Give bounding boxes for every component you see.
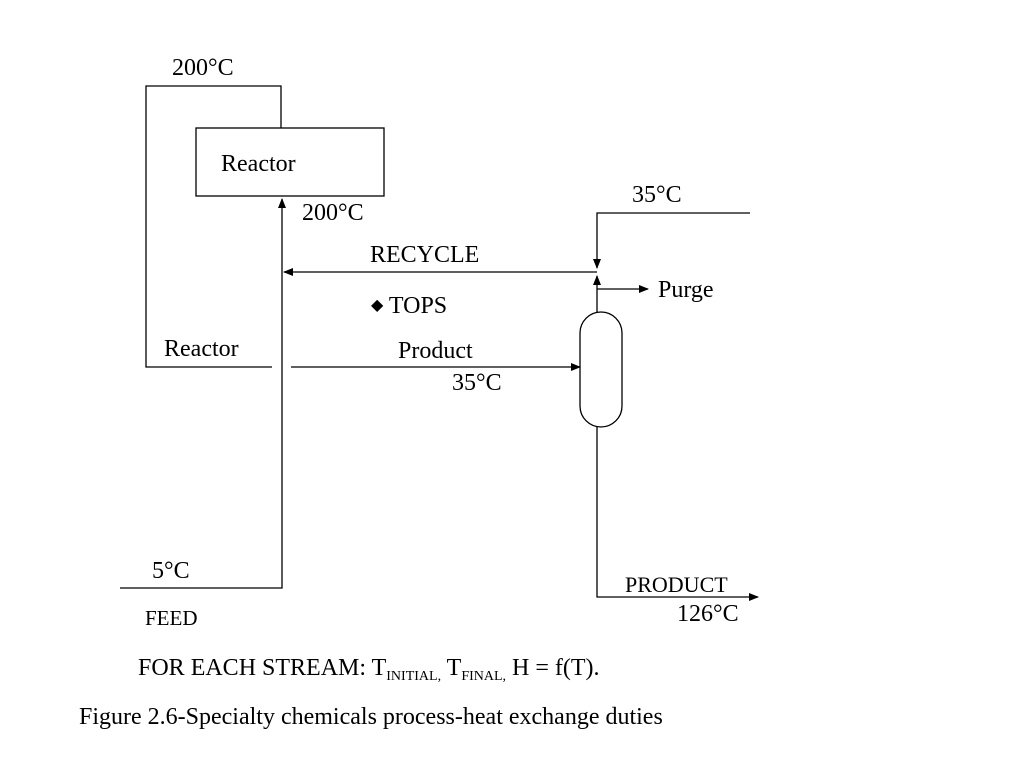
tops-bullet-icon: ◆ <box>371 297 384 314</box>
product-out-temp-label: 126°C <box>677 601 739 627</box>
product-bottoms-line <box>596 427 759 601</box>
recycle-label: RECYCLE <box>370 242 480 268</box>
reactor-box-label: Reactor <box>221 151 296 177</box>
product-stream-temp-label: 35°C <box>452 370 502 396</box>
reactor-outlet-temp-label: 200°C <box>302 200 364 226</box>
reactor-top-loop-line <box>145 85 282 368</box>
reactor-left-label: Reactor <box>164 336 239 362</box>
figure-title: Figure 2.6-Specialty chemicals process-h… <box>79 704 663 730</box>
top-input-line <box>593 212 750 269</box>
tops-label: ◆ TOPS <box>371 294 447 318</box>
caption-suffix: H = f(T). <box>506 655 600 681</box>
stream-caption: FOR EACH STREAM: TINITIAL, TFINAL, H = f… <box>138 655 600 684</box>
feed-line <box>120 198 286 589</box>
product-out-label: PRODUCT <box>625 572 728 597</box>
purge-label: Purge <box>658 277 714 303</box>
caption-mid: T <box>441 655 462 681</box>
caption-sub-final: FINAL, <box>461 669 507 684</box>
tops-text: TOPS <box>388 293 448 319</box>
reactor-top-temp-label: 200°C <box>172 55 234 81</box>
feed-label: FEED <box>145 606 198 630</box>
caption-prefix: FOR EACH STREAM: T <box>138 655 387 681</box>
caption-sub-initial: INITIAL, <box>386 669 442 684</box>
separator-vessel <box>579 311 623 428</box>
feed-temp-label: 5°C <box>152 558 190 584</box>
reactor-box <box>195 127 385 197</box>
cooling-temp-label: 35°C <box>632 182 682 208</box>
product-stream-label: Product <box>398 338 473 364</box>
